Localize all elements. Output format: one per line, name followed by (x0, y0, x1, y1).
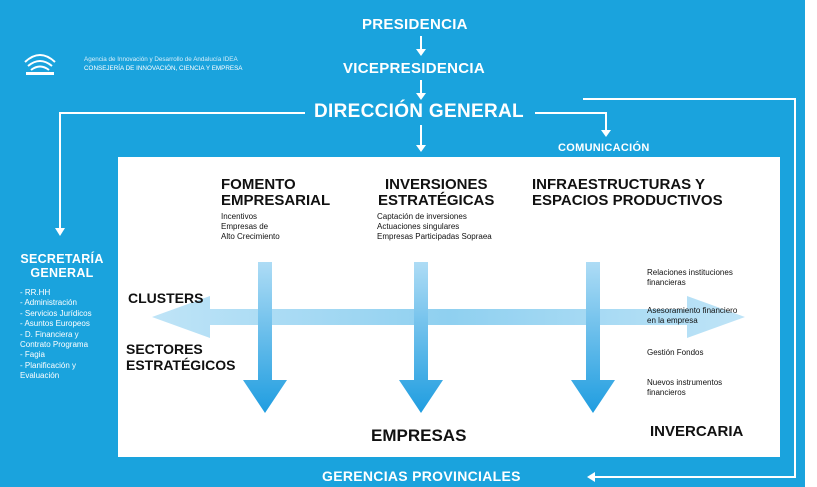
finance-gestion-fondos: Gestión Fondos (647, 348, 704, 357)
logo-line-2: CONSEJERÍA DE INNOVACIÓN, CIENCIA Y EMPR… (84, 65, 243, 72)
andalucia-logo-icon (24, 54, 56, 75)
finance-relaciones: Relaciones instituciones financieras (647, 268, 733, 287)
infraestructuras-title: INFRAESTRUCTURAS Y ESPACIOS PRODUCTIVOS (532, 176, 723, 209)
comunicacion-node: COMUNICACIÓN (558, 142, 650, 154)
empresas-label: EMPRESAS (371, 426, 467, 445)
down-arrow-inversiones (399, 262, 443, 413)
clusters-label: CLUSTERS (128, 290, 204, 306)
inversiones-estrategicas-title: INVERSIONES ESTRATÉGICAS (378, 176, 495, 209)
horizontal-double-arrow (152, 296, 745, 338)
finance-nuevos-instrumentos: Nuevos instrumentos financieros (647, 378, 723, 397)
top-chain-arrows (416, 36, 426, 152)
inversiones-items: Captación de inversiones Actuaciones sin… (377, 212, 492, 241)
white-panel (118, 157, 780, 457)
fomento-items: Incentivos Empresas de Alto Crecimiento (221, 212, 280, 241)
secretaria-items: - RR.HH - Administración - Servicios Jur… (20, 288, 92, 381)
invercaria-label: INVERCARIA (650, 423, 744, 440)
down-arrow-fomento (243, 262, 287, 413)
sectores-estrategicos-label: SECTORES ESTRATÉGICOS (126, 341, 236, 373)
down-arrow-infraestructuras (571, 262, 615, 413)
direccion-general-node: DIRECCIÓN GENERAL (314, 101, 524, 122)
arrow-to-secretaria (55, 112, 305, 236)
finance-asesoramiento: Asesoramiento financiero en la empresa (647, 306, 738, 325)
presidencia-node: PRESIDENCIA (362, 16, 468, 33)
arrow-to-gerencias (583, 98, 796, 482)
gerencias-provinciales-node: GERENCIAS PROVINCIALES (322, 468, 521, 484)
vicepresidencia-node: VICEPRESIDENCIA (343, 60, 486, 77)
logo-line-1: Agencia de Innovación y Desarrollo de An… (84, 56, 238, 63)
arrow-to-comunicacion (535, 112, 611, 137)
secretaria-general-title: SECRETARÍA GENERAL (20, 252, 104, 280)
fomento-empresarial-title: FOMENTO EMPRESARIAL (221, 176, 331, 209)
